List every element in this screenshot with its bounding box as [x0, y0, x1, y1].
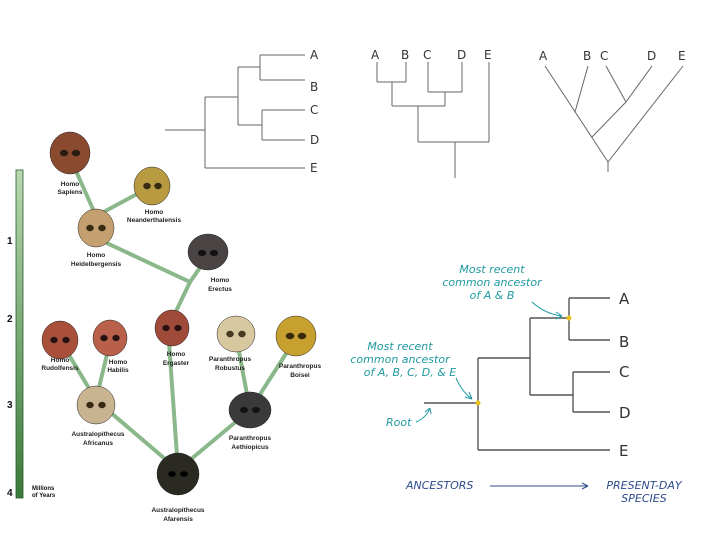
- scale-tick-1: 1: [7, 236, 13, 247]
- scale-tick-2: 2: [7, 314, 13, 325]
- tree-4-leaf-c: C: [619, 363, 629, 381]
- tree-1: [165, 54, 305, 169]
- skull-robustus-icon: [216, 315, 256, 353]
- tree-3-leaf-c: C: [600, 49, 608, 63]
- skull-rudolfensis-icon: [41, 320, 79, 360]
- tree-4-leaf-e: E: [619, 442, 628, 460]
- annotation-all-line-2: common ancestor: [350, 353, 451, 366]
- species-labels: Homo Sapiens Homo Neanderthalensis Homo …: [41, 181, 321, 523]
- tree-2-leaf-a: A: [371, 48, 380, 62]
- tree-1-leaf-c: C: [310, 103, 318, 117]
- present-day-line-1: PRESENT-DAY: [606, 479, 683, 492]
- label-robustus-1: Paranthropus: [209, 356, 252, 363]
- annotation-all-arrowhead: [464, 391, 473, 400]
- tree-1-leaf-e: E: [310, 161, 318, 175]
- label-aethiopicus-1: Paranthropus: [229, 435, 272, 442]
- label-robustus-2: Robustus: [215, 365, 245, 372]
- skull-sapiens-icon: [49, 131, 91, 175]
- ancestors-label: ANCESTORS: [405, 479, 473, 492]
- tree-4-leaf-b: B: [619, 333, 629, 351]
- tree-3-leaf-b: B: [583, 49, 591, 63]
- label-ergaster-1: Homo: [167, 351, 185, 358]
- tree-3-leaf-a: A: [539, 49, 548, 63]
- node-root-marker: [475, 400, 481, 406]
- time-scale: 1 2 3 4 Millions of Years: [7, 169, 56, 499]
- annotation-all-line-3: of A, B, C, D, & E: [364, 366, 457, 379]
- label-africanus-2: Africanus: [83, 440, 113, 447]
- root-arrow: [415, 407, 431, 423]
- skull-africanus-icon: [76, 385, 116, 425]
- label-aethiopicus-2: Aethiopicus: [231, 444, 269, 451]
- skull-ergaster-icon: [154, 309, 190, 347]
- scale-tick-4: 4: [7, 488, 13, 499]
- annotation-all-arrow: [455, 377, 473, 400]
- scale-unit-line-2: of Years: [32, 493, 56, 499]
- label-boisei-1: Paranthropus: [279, 363, 322, 370]
- tree-2-leaf-d: D: [457, 48, 466, 62]
- skull-habilis-icon: [92, 319, 128, 357]
- annotation-ab-arrow: [531, 301, 563, 317]
- skull-aethiopicus-icon: [228, 391, 272, 429]
- skull-afarensis-icon: [156, 452, 200, 496]
- label-ergaster-2: Ergaster: [163, 360, 190, 367]
- label-heidelbergensis-2: Heidelbergensis: [71, 261, 122, 268]
- root-arrowhead: [424, 407, 432, 415]
- label-habilis-2: Habilis: [107, 367, 129, 374]
- tree-2-leaf-c: C: [423, 48, 431, 62]
- tree-2: [376, 62, 490, 178]
- label-erectus-1: Homo: [211, 277, 229, 284]
- annotation-ab-arrowhead: [555, 311, 563, 320]
- tree-1-leaf-d: D: [310, 133, 319, 147]
- label-neanderthalensis-1: Homo: [145, 209, 163, 216]
- tree-2-leaf-b: B: [401, 48, 409, 62]
- tree-1-leaf-b: B: [310, 80, 318, 94]
- tree-4-leaves: A B C D E: [619, 290, 631, 460]
- time-arrowhead: [581, 482, 589, 490]
- annotation-ab: Most recent common ancestor of A & B: [442, 263, 543, 302]
- tree-3: [544, 65, 684, 172]
- skull-neanderthalensis-icon: [133, 166, 171, 206]
- node-ab-marker: [566, 315, 572, 321]
- annotation-all: Most recent common ancestor of A, B, C, …: [350, 340, 456, 379]
- label-boisei-2: Boisei: [290, 372, 310, 379]
- label-neanderthalensis-2: Neanderthalensis: [127, 217, 182, 224]
- skulls: [41, 131, 317, 496]
- root-label: Root: [386, 416, 412, 429]
- label-afarensis-2: Afarensis: [163, 516, 193, 523]
- label-habilis-1: Homo: [109, 359, 127, 366]
- label-rudolfensis-2: Rudolfensis: [41, 365, 79, 372]
- label-heidelbergensis-1: Homo: [87, 252, 105, 259]
- label-rudolfensis-1: Homo: [51, 357, 69, 364]
- label-erectus-2: Erectus: [208, 286, 232, 293]
- annotation-ab-line-3: of A & B: [470, 289, 515, 302]
- label-sapiens-1: Homo: [61, 181, 79, 188]
- scale-unit-line-1: Millions: [32, 486, 55, 492]
- tree-1-leaf-a: A: [310, 48, 319, 62]
- present-day-line-2: SPECIES: [621, 492, 666, 505]
- tree-4-leaf-d: D: [619, 404, 631, 422]
- annotation-ab-line-2: common ancestor: [442, 276, 543, 289]
- label-africanus-1: Australopithecus: [71, 431, 124, 438]
- scale-tick-3: 3: [7, 400, 13, 411]
- time-scale-bar: [15, 169, 24, 499]
- annotation-ab-line-1: Most recent: [459, 263, 525, 276]
- skull-boisei-icon: [275, 315, 317, 357]
- tree-2-leaf-e: E: [484, 48, 492, 62]
- skull-heidelbergensis-icon: [77, 208, 115, 248]
- present-day-label: PRESENT-DAY SPECIES: [606, 479, 683, 505]
- tree-3-leaf-e: E: [678, 49, 686, 63]
- skull-erectus-icon: [187, 233, 229, 271]
- tree-2-leaves: A B C D E: [371, 48, 492, 62]
- label-afarensis-1: Australopithecus: [151, 507, 204, 514]
- tree-1-leaves: A B C D E: [310, 48, 319, 175]
- tree-4-leaf-a: A: [619, 290, 630, 308]
- tree-3-leaf-d: D: [647, 49, 656, 63]
- annotation-all-line-1: Most recent: [367, 340, 433, 353]
- label-sapiens-2: Sapiens: [58, 189, 83, 196]
- tree-3-leaves: A B C D E: [539, 49, 686, 63]
